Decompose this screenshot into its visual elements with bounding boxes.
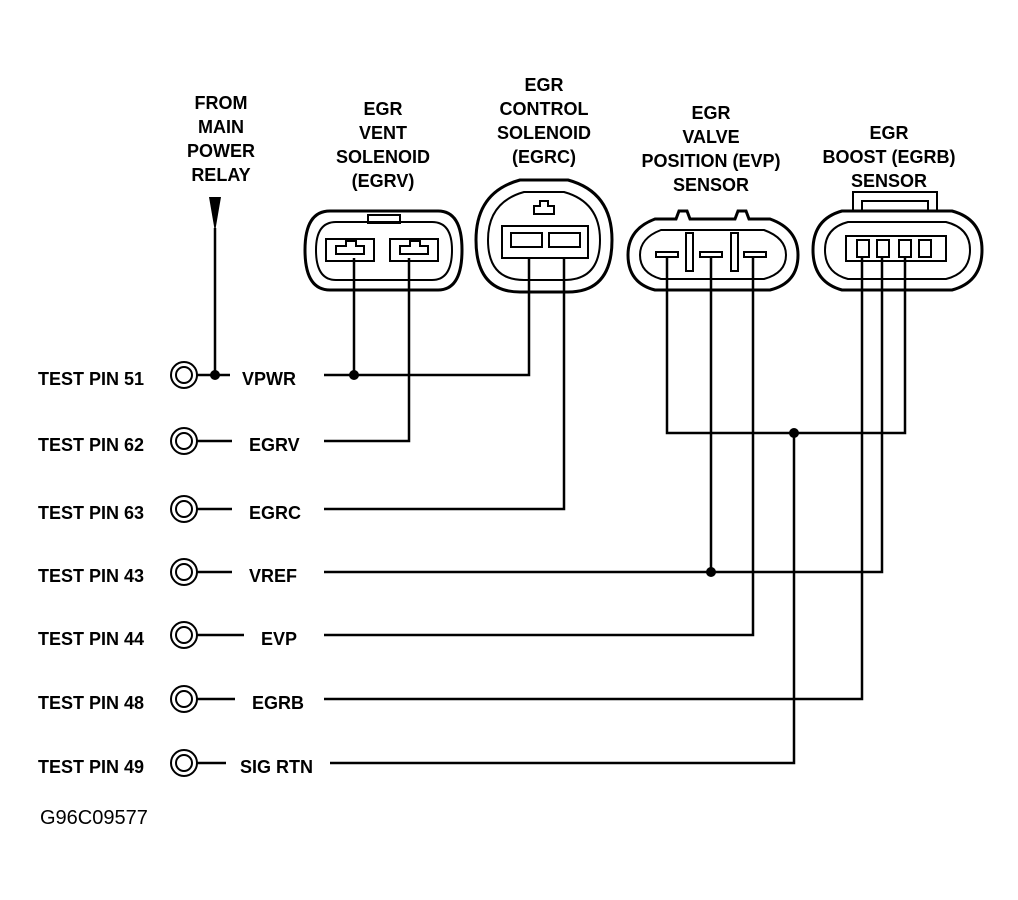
test-pin-label: TEST PIN 48	[38, 693, 144, 713]
test-pin-row-43: TEST PIN 43 VREF	[38, 558, 297, 586]
signal-label: EGRC	[249, 503, 301, 523]
test-pin-icon[interactable]	[170, 558, 198, 586]
header-evp-line-1: EGR	[691, 103, 730, 123]
test-pin-icon[interactable]	[170, 685, 198, 713]
junction-vpwr	[349, 370, 359, 380]
wiring	[324, 257, 907, 765]
header-egr-boost-sensor: EGR BOOST (EGRB) SENSOR	[823, 123, 956, 191]
header-egr-valve-position-sensor: EGR VALVE POSITION (EVP) SENSOR	[641, 103, 780, 195]
signal-label: EVP	[261, 629, 297, 649]
header-power-line-4: RELAY	[191, 165, 250, 185]
header-egrc-line-1: EGR	[524, 75, 563, 95]
header-egrb-line-2: BOOST (EGRB)	[823, 147, 956, 167]
wire-vpwr	[324, 258, 531, 377]
test-pin-row-44: TEST PIN 44 EVP	[38, 621, 297, 649]
test-pin-label: TEST PIN 44	[38, 629, 144, 649]
junction-vref	[706, 567, 716, 577]
test-pin-icon[interactable]	[170, 361, 198, 389]
power-relay-arrow	[209, 197, 221, 375]
test-pin-label: TEST PIN 43	[38, 566, 144, 586]
test-pin-row-63: TEST PIN 63 EGRC	[38, 495, 301, 523]
egrv-connector-icon	[303, 209, 464, 292]
header-egrb-line-3: SENSOR	[851, 171, 927, 191]
header-egr-vent-solenoid: EGR VENT SOLENOID (EGRV)	[336, 99, 430, 191]
test-pin-label: TEST PIN 63	[38, 503, 144, 523]
test-pin-row-62: TEST PIN 62 EGRV	[38, 427, 300, 455]
header-egr-control-solenoid: EGR CONTROL SOLENOID (EGRC)	[497, 75, 591, 167]
test-pin-label: TEST PIN 62	[38, 435, 144, 455]
header-power-line-1: FROM	[195, 93, 248, 113]
header-egrc-line-4: (EGRC)	[512, 147, 576, 167]
header-egrv-line-1: EGR	[363, 99, 402, 119]
egrb-connector-icon	[811, 191, 984, 292]
wire-egrv	[324, 258, 411, 443]
wire-egrc	[324, 258, 566, 511]
test-pin-row-51: TEST PIN 51 VPWR	[38, 361, 296, 389]
egrc-connector-icon	[474, 178, 614, 294]
test-pin-row-49: TEST PIN 49 SIG RTN	[38, 749, 313, 777]
evp-connector-icon	[626, 209, 800, 292]
header-egrc-line-3: SOLENOID	[497, 123, 591, 143]
test-pin-icon[interactable]	[170, 427, 198, 455]
wire-sig-rtn	[330, 433, 796, 765]
figure-code: G96C09577	[40, 807, 148, 829]
arrow-head-icon	[209, 197, 221, 232]
test-pin-label: TEST PIN 49	[38, 757, 144, 777]
wire-evp	[324, 257, 755, 637]
wire-egrb	[324, 258, 864, 701]
header-power-line-2: MAIN	[198, 117, 244, 137]
test-pin-label: TEST PIN 51	[38, 369, 144, 389]
signal-label: VREF	[249, 566, 297, 586]
test-pin-icon[interactable]	[170, 621, 198, 649]
test-pin-row-48: TEST PIN 48 EGRB	[38, 685, 304, 713]
wire-vref	[324, 258, 884, 574]
header-evp-line-4: SENSOR	[673, 175, 749, 195]
header-egrv-line-3: SOLENOID	[336, 147, 430, 167]
test-pin-icon[interactable]	[170, 495, 198, 523]
header-power-relay: FROM MAIN POWER RELAY	[187, 93, 255, 185]
header-power-line-3: POWER	[187, 141, 255, 161]
header-egrb-line-1: EGR	[869, 123, 908, 143]
header-evp-line-2: VALVE	[682, 127, 739, 147]
header-egrv-line-4: (EGRV)	[352, 171, 415, 191]
header-egrv-line-2: VENT	[359, 123, 407, 143]
header-evp-line-3: POSITION (EVP)	[641, 151, 780, 171]
junction-power	[210, 370, 220, 380]
header-egrc-line-2: CONTROL	[500, 99, 589, 119]
signal-label: SIG RTN	[240, 757, 313, 777]
signal-label: VPWR	[242, 369, 296, 389]
test-pin-icon[interactable]	[170, 749, 198, 777]
signal-label: EGRB	[252, 693, 304, 713]
wire-sig-rtn-bus	[665, 257, 907, 435]
junction-sig-rtn	[789, 428, 799, 438]
signal-label: EGRV	[249, 435, 300, 455]
